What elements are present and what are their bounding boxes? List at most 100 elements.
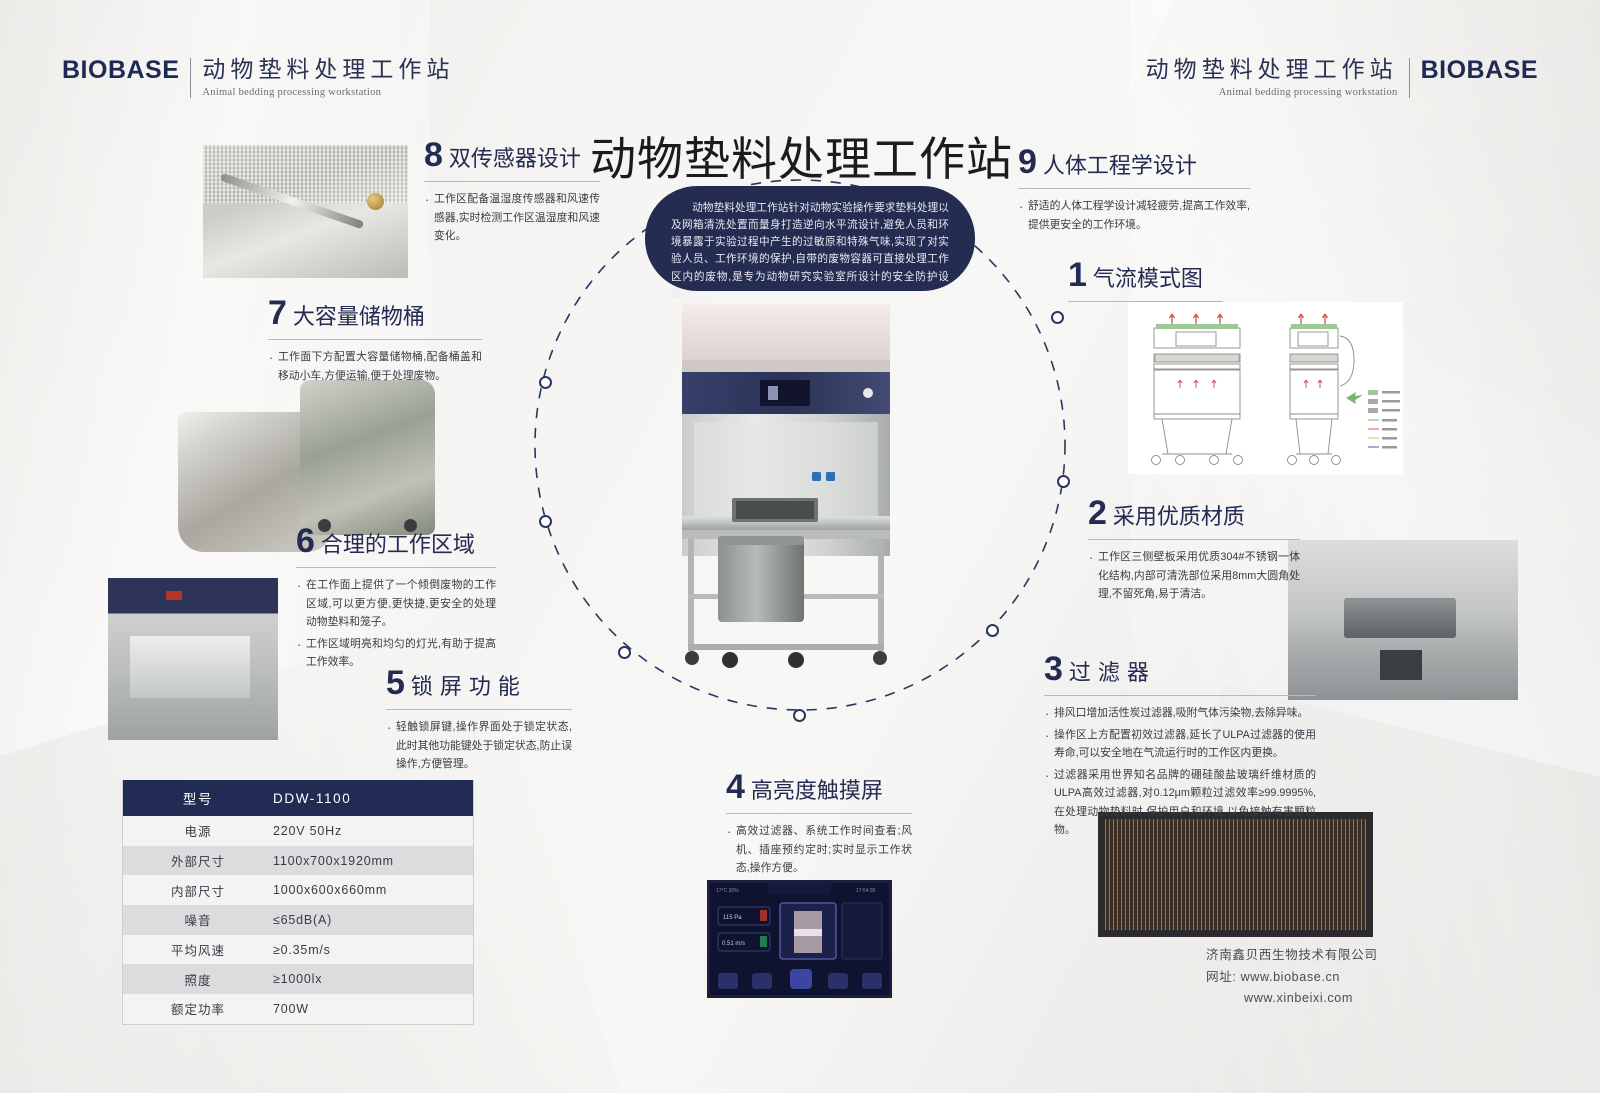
feature-7-divider — [268, 339, 482, 340]
header-title-cn-right: 动物垫料处理工作站 — [1145, 57, 1398, 82]
spec-key-average-airflow: 平均风速 — [170, 944, 225, 959]
feature-6-bullet-2: 工作区域明亮和均匀的灯光,有助于提高工作效率。 — [296, 634, 496, 672]
website-secondary[interactable]: www.xinbeixi.com — [1244, 991, 1353, 1006]
header-subtitle-en-right: Animal bedding processing workstation — [1218, 87, 1398, 99]
page-title: 动物垫料处理工作站 — [590, 133, 1013, 185]
photo-storage-bin-cart — [300, 380, 435, 535]
header-right: 动物垫料处理工作站 Animal bedding processing work… — [1145, 56, 1538, 99]
svg-text:0.51 m/s: 0.51 m/s — [722, 941, 745, 947]
spec-value-illumination: ≥1000lx — [273, 972, 323, 987]
spec-value-rated-power: 700W — [273, 1001, 309, 1016]
spec-table-header-row: 型号 DDW-1100 — [123, 780, 473, 816]
svg-text:17°C 30%: 17°C 30% — [716, 888, 739, 894]
feature-7-title: 大容量储物桶 — [292, 304, 425, 329]
feature-5-bullet-1: 轻触锁屏键,操作界面处于锁定状态,此时其他功能键处于锁定状态,防止误操作,方便管… — [386, 717, 572, 774]
feature-6-title: 合理的工作区域 — [320, 532, 475, 557]
feature-2-number: 2 — [1088, 494, 1107, 532]
feature-4-divider — [726, 813, 912, 814]
photo-waste-tray — [1344, 598, 1456, 638]
feature-3-divider — [1044, 695, 1316, 696]
feature-5-divider — [386, 709, 572, 710]
photo-control-indicator — [166, 591, 182, 600]
feature-5-title: 锁屏功能 — [410, 674, 527, 699]
table-row: 内部尺寸 1000x600x660mm — [123, 875, 473, 906]
spec-key-internal-size: 内部尺寸 — [170, 884, 225, 899]
table-row: 外部尺寸 1100x700x1920mm — [123, 845, 473, 876]
feature-6-divider — [296, 567, 496, 568]
feature-9-divider — [1018, 188, 1250, 189]
biobase-logo-left: BIOBASE — [62, 56, 180, 84]
feature-4-touchscreen: 4 高亮度触摸屏 高效过滤器、系统工作时间查看;风机、插座预约定时;实时显示工作… — [726, 770, 912, 881]
circle-node-left-lower — [539, 515, 552, 528]
website-primary[interactable]: 网址: www.biobase.cn — [1206, 969, 1340, 984]
company-name: 济南鑫贝西生物技术有限公司 — [1206, 948, 1378, 962]
feature-8-bullet-1: 工作区配备温湿度传感器和风速传感器,实时检测工作区温湿度和风速变化。 — [424, 189, 600, 246]
feature-9-ergonomic: 9 人体工程学设计 舒适的人体工程学设计减轻疲劳,提高工作效率,提供更安全的工作… — [1018, 145, 1250, 237]
feature-8-number: 8 — [424, 136, 443, 174]
header-left: BIOBASE 动物垫料处理工作站 Animal bedding process… — [62, 56, 455, 99]
circle-node-bottom-left — [618, 646, 631, 659]
feature-2-title: 采用优质材质 — [1112, 504, 1245, 529]
feature-7-bullet-1: 工作面下方配置大容量储物桶,配备桶盖和移动小车,方便运输,便于处理废物。 — [268, 347, 482, 385]
spec-key-rated-power: 额定功率 — [170, 1003, 225, 1018]
feature-7-number: 7 — [268, 294, 287, 332]
feature-6-bullet-1: 在工作面上提供了一个倾倒废物的工作区域,可以更方便,更快捷,更安全的处理动物垫料… — [296, 575, 496, 632]
feature-5-number: 5 — [386, 664, 405, 702]
feature-2-bullet-1: 工作区三侧壁板采用优质304#不锈钢一体化结构,内部可清洗部位采用8mm大圆角处… — [1088, 547, 1300, 604]
feature-6-number: 6 — [296, 522, 315, 560]
feature-2-divider — [1088, 539, 1300, 540]
airflow-circle-decoration — [520, 165, 1080, 725]
header-divider-left — [190, 58, 192, 99]
circle-node-right-upper — [1051, 311, 1064, 324]
table-row: 照度 ≥1000lx — [123, 964, 473, 995]
photo-bin-wheel-left — [318, 519, 331, 532]
feature-2-premium-material: 2 采用优质材质 工作区三侧壁板采用优质304#不锈钢一体化结构,内部可清洗部位… — [1088, 496, 1300, 607]
intro-text: 动物垫料处理工作站针对动物实验操作要求垫料处理以及网箱清洗处置而量身打造逆向水平… — [671, 202, 949, 300]
feature-9-bullet-1: 舒适的人体工程学设计减轻疲劳,提高工作效率,提供更安全的工作环境。 — [1018, 196, 1250, 234]
feature-4-number: 4 — [726, 768, 745, 806]
table-row: 额定功率 700W — [123, 994, 473, 1024]
feature-1-number: 1 — [1068, 256, 1087, 294]
feature-3-bullet-1: 排风口增加活性炭过滤器,吸附气体污染物,去除异味。 — [1044, 703, 1316, 725]
feature-8-dual-sensor: 8 双传感器设计 工作区配备温湿度传感器和风速传感器,实时检测工作区温湿度和风速… — [424, 138, 600, 249]
photo-work-area-interior — [1288, 540, 1518, 700]
spec-key-noise: 噪音 — [184, 914, 212, 929]
header-divider-right — [1408, 58, 1410, 99]
footer-contact: 济南鑫贝西生物技术有限公司 网址: www.biobase.cn www.xin… — [1206, 945, 1378, 1010]
photo-waste-chute — [1380, 650, 1422, 680]
photo-bin-wheel-right — [404, 519, 417, 532]
spec-header-value: DDW-1100 — [273, 790, 352, 806]
feature-1-divider — [1068, 301, 1223, 302]
header-title-cn-left: 动物垫料处理工作站 — [202, 57, 455, 82]
photo-dual-sensor — [203, 145, 408, 278]
photo-airflow-diagram — [1128, 302, 1403, 474]
airflow-legend — [1368, 390, 1400, 449]
feature-3-title: 过滤器 — [1068, 660, 1156, 685]
spec-value-power-source: 220V 50Hz — [273, 823, 343, 838]
biobase-logo-right: BIOBASE — [1420, 56, 1538, 84]
circle-node-left-upper — [539, 376, 552, 389]
circle-node-right-lower — [986, 624, 999, 637]
svg-text:17:54:35: 17:54:35 — [856, 888, 876, 894]
feature-1-airflow-pattern: 1 气流模式图 — [1068, 258, 1223, 310]
header-subtitle-en-left: Animal bedding processing workstation — [202, 87, 382, 99]
feature-9-number: 9 — [1018, 143, 1037, 181]
feature-6-work-area: 6 合理的工作区域 在工作面上提供了一个倾倒废物的工作区域,可以更方便,更快捷,… — [296, 524, 496, 675]
feature-9-title: 人体工程学设计 — [1042, 153, 1197, 178]
spec-value-average-airflow: ≥0.35m/s — [273, 942, 331, 957]
feature-4-title: 高亮度触摸屏 — [750, 778, 883, 803]
feature-3-filter: 3 过滤器 排风口增加活性炭过滤器,吸附气体污染物,去除异味。 操作区上方配置初… — [1044, 652, 1316, 843]
spec-value-external-size: 1100x700x1920mm — [273, 853, 394, 868]
spec-header-key: 型号 — [182, 792, 214, 807]
photo-touchscreen-panel: 17°C 30% 17:54:35 115 Pa 0.51 m/s — [707, 880, 892, 998]
feature-8-divider — [424, 181, 600, 182]
spec-key-external-size: 外部尺寸 — [170, 855, 225, 870]
feature-3-bullet-3: 过滤器采用世界知名品牌的硼硅酸盐玻璃纤维材质的ULPA高效过滤器,对0.12μm… — [1044, 765, 1316, 840]
spec-value-noise: ≤65dB(A) — [273, 912, 333, 927]
feature-3-number: 3 — [1044, 650, 1063, 688]
dashed-circle-svg — [534, 179, 1066, 711]
photo-sensor-knob — [367, 193, 384, 210]
specification-table: 型号 DDW-1100 电源 220V 50Hz 外部尺寸 1100x700x1… — [122, 780, 474, 1025]
feature-3-bullet-2: 操作区上方配置初效过滤器,延长了ULPA过滤器的使用寿命,可以安全地在气流运行时… — [1044, 725, 1316, 763]
